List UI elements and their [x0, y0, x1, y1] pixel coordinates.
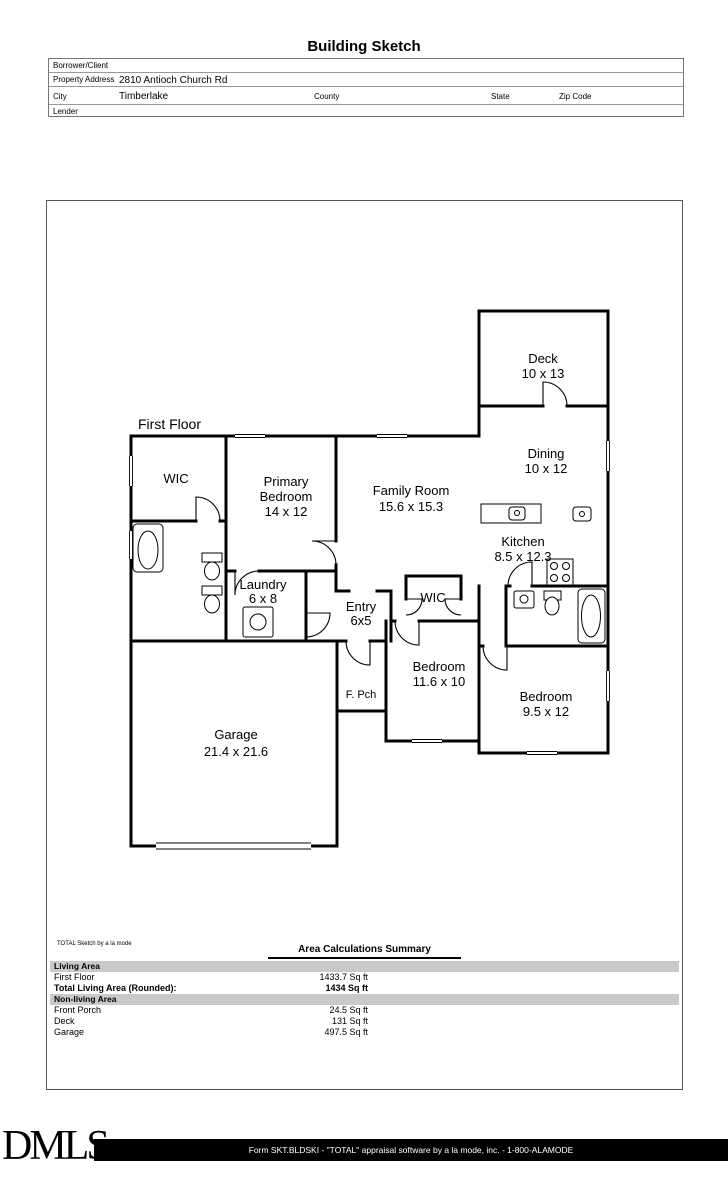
- room-label-garage: Garage: [214, 727, 257, 742]
- row-value: 1433.7 Sq ft: [319, 972, 368, 982]
- room-dims-entry: 6x5: [351, 613, 372, 628]
- room-label-entry: Entry: [346, 599, 377, 614]
- bathtub-icon: [577, 588, 606, 644]
- room-dims-deck: 10 x 13: [522, 366, 565, 381]
- room-label-kitchen: Kitchen: [501, 534, 544, 549]
- room-dims-dining: 10 x 12: [525, 461, 568, 476]
- row-value: 24.5 Sq ft: [329, 1005, 368, 1015]
- room-dims-garage: 21.4 x 21.6: [204, 744, 268, 759]
- area-summary-table: Living Area First Floor 1433.7 Sq ft Tot…: [50, 961, 679, 1038]
- row-label: Front Porch: [54, 1005, 102, 1015]
- form-row-borrower: Borrower/Client: [49, 59, 683, 72]
- row-label: Deck: [54, 1016, 75, 1026]
- row-value: 497.5 Sq ft: [324, 1027, 368, 1037]
- toilet-icon: [543, 590, 562, 616]
- state-label: State: [491, 92, 510, 101]
- room-label-bedroom-1: Bedroom: [413, 659, 466, 674]
- room-label-bedroom-2: Bedroom: [520, 689, 573, 704]
- table-row: Deck 131 Sq ft: [50, 1016, 679, 1027]
- county-label: County: [314, 92, 340, 101]
- door-arcs: [195, 381, 568, 671]
- form-row-city: City Timberlake County State Zip Code: [49, 86, 683, 104]
- floor-plan-walls: [129, 309, 610, 848]
- area-summary-title: Area Calculations Summary: [47, 944, 682, 959]
- city-value: Timberlake: [119, 91, 169, 102]
- room-dims-kitchen: 8.5 x 12.3: [494, 549, 551, 564]
- footer-bar: Form SKT.BLDSKI - "TOTAL" appraisal soft…: [94, 1139, 728, 1161]
- room-label-laundry: Laundry: [240, 577, 287, 592]
- mls-logo: DMLS: [2, 1123, 110, 1169]
- sketch-credit: TOTAL Sketch by a la mode: [57, 941, 132, 947]
- footer-form-text: Form SKT.BLDSKI - "TOTAL" appraisal soft…: [248, 1145, 574, 1155]
- room-label-family-room: Family Room: [373, 483, 450, 498]
- page-title: Building Sketch: [307, 38, 421, 55]
- room-label-front-porch: F. Pch: [346, 689, 377, 701]
- room-label-deck: Deck: [528, 351, 558, 366]
- city-label: City: [53, 92, 67, 101]
- table-row-total: Total Living Area (Rounded): 1434 Sq ft: [50, 983, 679, 994]
- floor-plan: First Floor Deck 10 x 13 Dining 10 x 12 …: [128, 309, 611, 851]
- form-row-address: Property Address 2810 Antioch Church Rd: [49, 72, 683, 86]
- nonliving-area-header: Non-living Area: [50, 994, 679, 1005]
- form-row-lender: Lender: [49, 104, 683, 116]
- zip-label: Zip Code: [559, 92, 592, 101]
- sketch-area: First Floor Deck 10 x 13 Dining 10 x 12 …: [46, 200, 683, 1090]
- garage-door: [156, 841, 311, 851]
- room-label-wic-1: WIC: [163, 471, 188, 486]
- row-label: Total Living Area (Rounded):: [54, 983, 177, 993]
- row-label: First Floor: [54, 972, 95, 982]
- room-label-primary-2: Bedroom: [260, 489, 313, 504]
- stove-icon: [546, 558, 574, 586]
- fixtures: [132, 503, 606, 644]
- property-address-label: Property Address: [53, 75, 115, 84]
- room-labels: First Floor Deck 10 x 13 Dining 10 x 12 …: [138, 351, 572, 759]
- room-dims-bedroom-2: 9.5 x 12: [523, 704, 569, 719]
- sink-icon: [572, 506, 592, 522]
- toilet-icon: [201, 552, 223, 581]
- room-label-wic-2: WIC: [420, 590, 445, 605]
- washer-icon: [242, 606, 274, 638]
- windows: [128, 433, 611, 756]
- living-area-header: Living Area: [50, 961, 679, 972]
- borrower-label: Borrower/Client: [53, 61, 109, 70]
- sink-icon: [513, 590, 535, 609]
- row-label: Garage: [54, 1027, 85, 1037]
- property-info-table: Borrower/Client Property Address 2810 An…: [48, 58, 684, 117]
- table-row: Garage 497.5 Sq ft: [50, 1027, 679, 1038]
- table-row: First Floor 1433.7 Sq ft: [50, 972, 679, 983]
- row-value: 131 Sq ft: [331, 1016, 368, 1026]
- room-label-dining: Dining: [528, 446, 565, 461]
- floor-label: First Floor: [138, 416, 201, 432]
- toilet-icon: [201, 585, 223, 614]
- lender-label: Lender: [53, 107, 78, 116]
- row-value: 1434 Sq ft: [325, 983, 368, 993]
- room-label-primary-1: Primary: [264, 474, 309, 489]
- bathtub-icon: [132, 523, 164, 573]
- room-dims-primary: 14 x 12: [265, 504, 308, 519]
- room-dims-laundry: 6 x 8: [249, 591, 277, 606]
- table-row: Front Porch 24.5 Sq ft: [50, 1005, 679, 1016]
- property-address-value: 2810 Antioch Church Rd: [119, 75, 228, 86]
- room-dims-family-room: 15.6 x 15.3: [379, 499, 443, 514]
- room-dims-bedroom-1: 11.6 x 10: [413, 674, 466, 689]
- kitchen-island: [480, 503, 542, 524]
